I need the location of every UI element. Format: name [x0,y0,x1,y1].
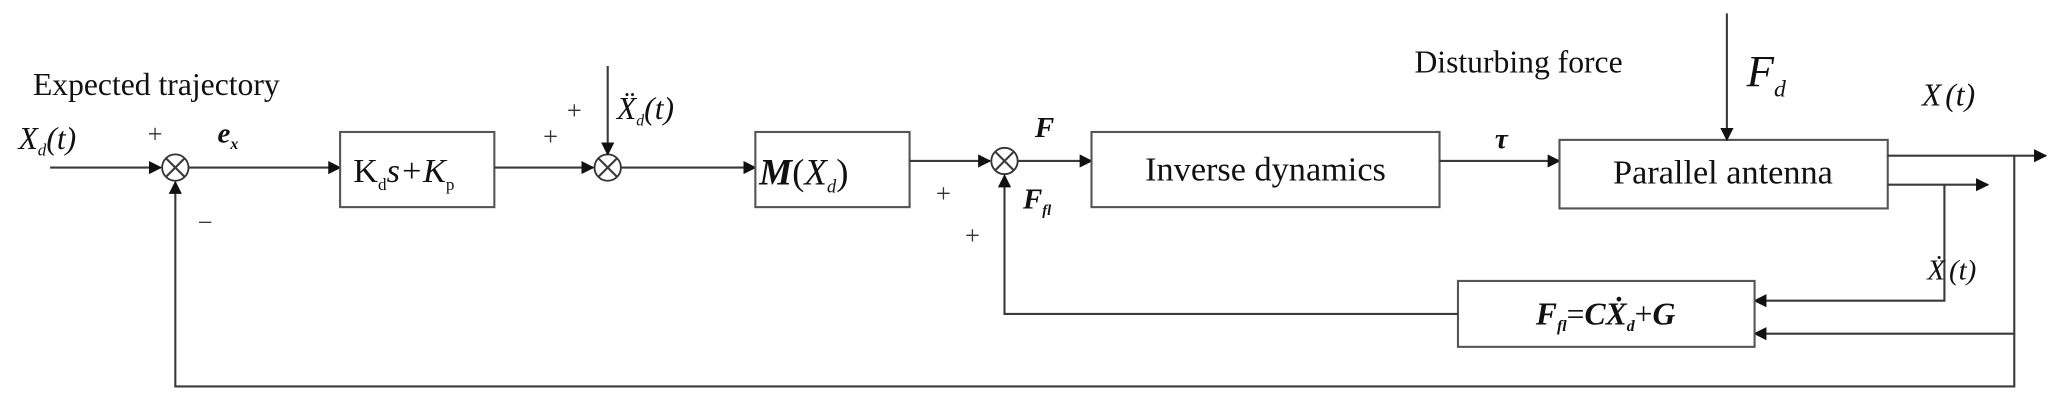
error-ex-label: ex [218,118,239,154]
pd-controller-label: Kds+Kp [353,152,454,194]
summing-junction-1 [161,153,190,182]
sign-plus: + [567,96,582,125]
sign-minus: − [198,208,213,237]
output-x-label: X(t) [1920,78,1975,113]
parallel-antenna-block [1558,138,1889,210]
sign-plus: + [148,120,163,149]
friction-compensation-line [997,174,1458,315]
desired-acceleration-label: Ẍd(t) [615,91,674,130]
force-f-label: F [1034,112,1054,144]
sign-plus: + [965,221,980,250]
inverse-dynamics-label: Inverse dynamics [1145,151,1386,189]
disturbing-force-label: Disturbing force [1414,45,1622,80]
pd-controller-block [339,130,496,209]
input-xd-label: Xd(t) [16,121,76,160]
torque-tau-label: τ [1495,123,1509,155]
velocity-label: Ẋ(t) [1926,255,1976,287]
inverse-dynamics-block [1090,130,1441,209]
friction-gravity-label: Ffl=CẊd+G [1535,296,1676,335]
expected-trajectory-label: Expected trajectory [33,67,280,102]
sign-plus: + [936,179,951,208]
parallel-antenna-label: Parallel antenna [1613,153,1833,191]
sign-plus: + [543,122,558,151]
velocity-feedback-line [1753,184,1946,308]
mass-matrix-block [754,130,911,209]
main-feedback-line [168,180,2016,388]
summing-junction-2 [593,153,622,182]
summing-junction-3 [990,146,1019,176]
disturbance-fd-label: Fd [1746,46,1786,103]
mass-matrix-label: M(Xd) [758,152,848,197]
friction-force-label: Ffl [1022,183,1051,219]
